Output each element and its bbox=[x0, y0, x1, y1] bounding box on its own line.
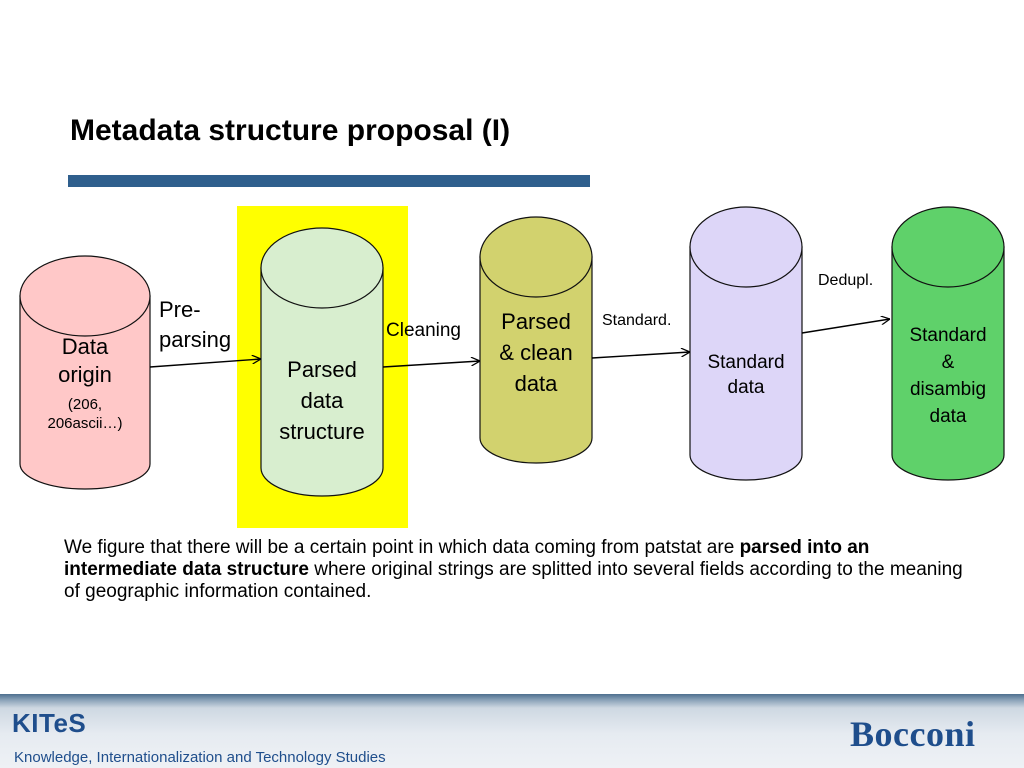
edge-label-cleaning: Cleaning bbox=[386, 320, 461, 341]
description-paragraph: We figure that there will be a certain p… bbox=[64, 537, 964, 603]
clean-line1: Parsed bbox=[501, 309, 571, 334]
description-part1: We figure that there will be a certain p… bbox=[64, 537, 740, 558]
kites-subtitle: Knowledge, Internationalization and Tech… bbox=[14, 749, 386, 766]
clean-line2: & clean bbox=[499, 340, 573, 365]
disambig-line1: Standard bbox=[909, 325, 987, 346]
parsed-line1: Parsed bbox=[287, 357, 357, 382]
disambig-line2: & bbox=[941, 352, 955, 373]
slide-title: Metadata structure proposal (I) bbox=[70, 114, 511, 147]
data-origin-sub1: (206, bbox=[67, 396, 103, 413]
description-part2: where original strings are splitted into… bbox=[64, 559, 963, 602]
parsed-line2: data bbox=[300, 388, 344, 413]
edge-label-standardization: Standard. bbox=[602, 312, 672, 329]
standard-line1: Standard bbox=[707, 352, 785, 373]
cylinder-standard-disambig-data bbox=[891, 206, 1005, 481]
arrow-dedupl bbox=[801, 319, 890, 334]
preparsing-line1: Pre- bbox=[159, 297, 201, 322]
cylinder-data-origin bbox=[19, 255, 151, 490]
preparsing-line2: parsing bbox=[159, 327, 232, 352]
kites-logo: KITeS bbox=[12, 708, 87, 738]
arrow-standardization bbox=[591, 352, 690, 359]
footer-bar bbox=[0, 694, 1024, 768]
clean-line3: data bbox=[514, 371, 558, 396]
arrow-cleaning bbox=[382, 361, 480, 368]
cylinder-standard-data bbox=[689, 206, 803, 481]
disambig-line4: data bbox=[929, 406, 967, 427]
standard-line2: data bbox=[727, 377, 765, 398]
title-underline bbox=[68, 175, 590, 187]
cylinder-parsed-data-structure bbox=[260, 227, 384, 497]
data-origin-label: Data origin (206, 206ascii…) bbox=[20, 333, 150, 434]
arrow-preparsing bbox=[149, 359, 261, 368]
description-bold: parsed into an intermediate data structu… bbox=[64, 537, 870, 580]
disambig-line3: disambig bbox=[909, 379, 987, 400]
data-origin-sub2: 206ascii…) bbox=[47, 414, 123, 432]
data-origin-line2: origin bbox=[58, 361, 112, 387]
standard-data-label: Standard data bbox=[690, 350, 802, 400]
edge-label-dedupl: Dedupl. bbox=[818, 272, 874, 289]
parsed-line3: structure bbox=[279, 419, 365, 444]
bocconi-logo: Bocconi bbox=[850, 714, 976, 754]
parsed-clean-data-label: Parsed & clean data bbox=[480, 306, 592, 399]
data-origin-line1: Data bbox=[61, 334, 109, 359]
standard-disambig-data-label: Standard & disambig data bbox=[892, 322, 1004, 430]
parsed-data-structure-label: Parsed data structure bbox=[261, 354, 383, 447]
edge-label-preparsing: Pre- parsing bbox=[159, 295, 231, 355]
cylinder-parsed-clean-data bbox=[479, 216, 593, 464]
